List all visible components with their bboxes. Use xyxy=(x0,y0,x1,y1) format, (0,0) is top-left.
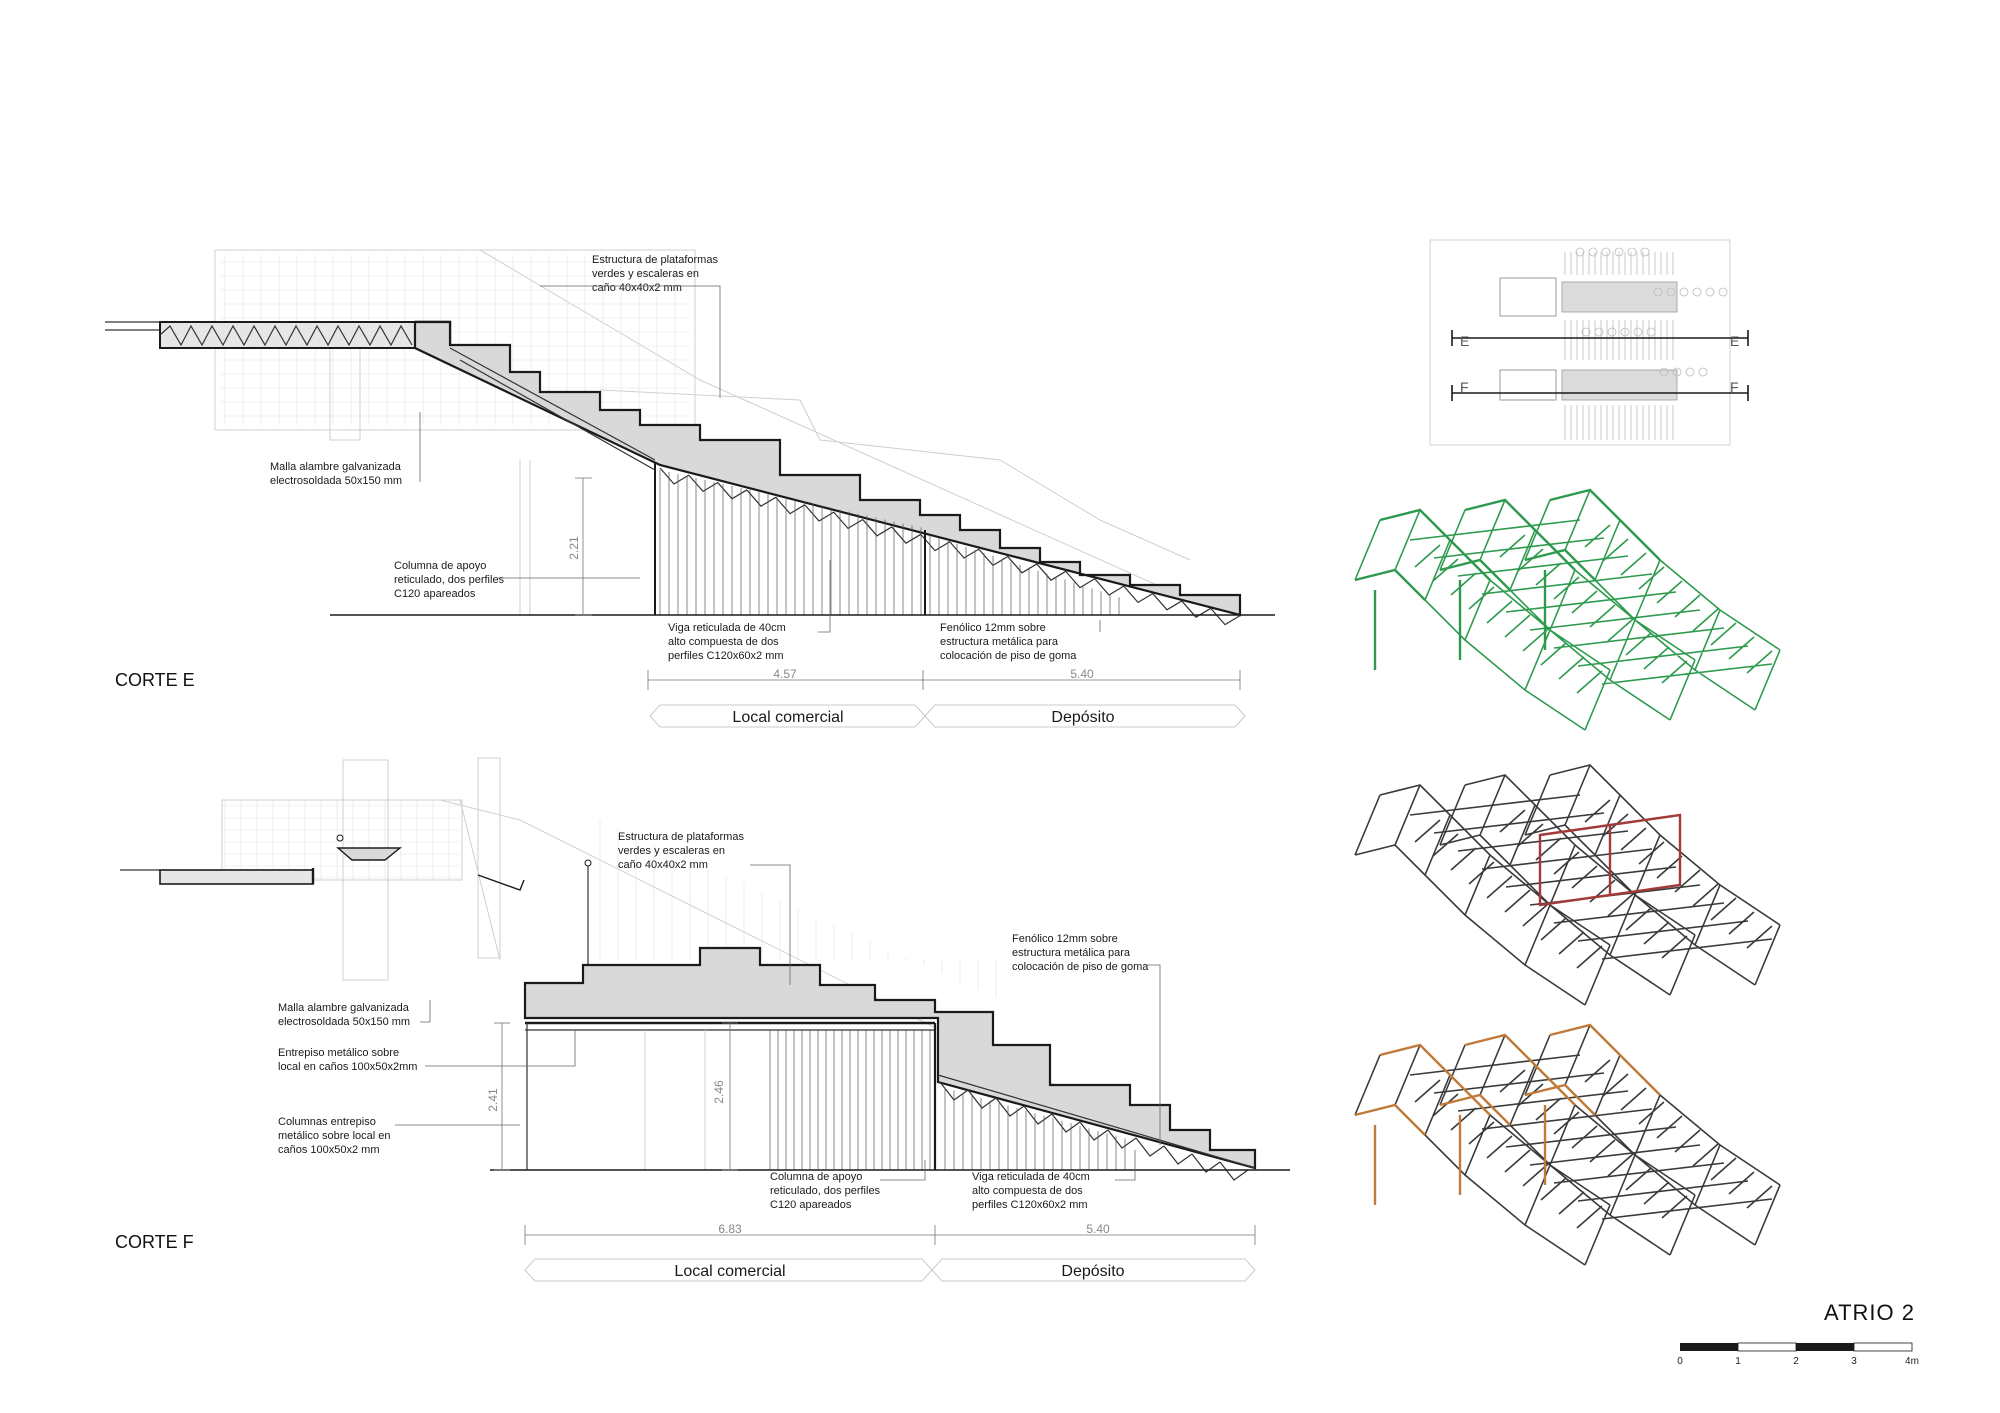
cut-e-right: E xyxy=(1730,333,1739,349)
section-f-wall-siding xyxy=(769,1030,1126,1170)
note-f-estructura: Estructura de plataformas verdes y escal… xyxy=(618,831,747,871)
scale-tick-2: 2 xyxy=(1793,1356,1799,1367)
section-f-span-dims: 6.83 5.40 xyxy=(524,1222,1256,1245)
section-e: 2.21 4.57 5.40 Local comercial Depósito … xyxy=(105,249,1275,728)
cut-f-left: F xyxy=(1460,379,1469,395)
sheet-title: ATRIO 2 xyxy=(1824,1300,1915,1325)
dim-f-span-b: 5.40 xyxy=(1086,1222,1110,1236)
axonometric-frame xyxy=(1354,489,1781,731)
axonometric-green xyxy=(1354,488,1781,731)
axonometric-highlight xyxy=(1354,488,1661,670)
section-f-ledge xyxy=(120,834,592,983)
cut-e-left: E xyxy=(1460,333,1469,349)
scale-tick-1: 1 xyxy=(1735,1356,1741,1367)
note-e-columna: Columna de apoyo reticulado, dos perfile… xyxy=(394,560,507,600)
note-e-fenolico: Fenólico 12mm sobre estructura metálica … xyxy=(940,622,1077,662)
note-e-malla: Malla alambre galvanizada electrosoldada… xyxy=(270,461,404,487)
note-f-fenolico: Fenólico 12mm sobre estructura metálica … xyxy=(1012,933,1149,973)
dim-e-height: 2.21 xyxy=(567,536,581,560)
section-f-room-band: Local comercial Depósito xyxy=(524,1258,1256,1282)
dim-f-height-a: 2.41 xyxy=(486,1088,500,1112)
axonometric-frame xyxy=(1354,1024,1781,1266)
section-e-bridge xyxy=(105,320,452,349)
section-e-wall-siding xyxy=(659,470,1120,615)
note-f-columna-apoyo: Columna de apoyo reticulado, dos perfile… xyxy=(770,1171,883,1211)
note-e-estructura: Estructura de plataformas verdes y escal… xyxy=(592,254,721,294)
section-e-span-dims: 4.57 5.40 xyxy=(647,667,1241,690)
room-e-local: Local comercial xyxy=(732,709,843,726)
note-f-entrepiso: Entrepiso metálico sobre local en caños … xyxy=(278,1047,417,1073)
section-e-height-dim: 2.21 xyxy=(567,477,592,616)
cut-f-right: F xyxy=(1730,379,1739,395)
note-f-viga: Viga reticulada de 40cm alto compuesta d… xyxy=(972,1171,1093,1211)
dim-f-height-b: 2.46 xyxy=(712,1080,726,1104)
scale-bar: 0 1 2 3 4m xyxy=(1677,1342,1919,1367)
section-e-notes: Estructura de plataformas verdes y escal… xyxy=(270,254,1101,662)
note-f-columnas: Columnas entrepiso metálico sobre local … xyxy=(278,1116,394,1156)
note-f-malla: Malla alambre galvanizada electrosoldada… xyxy=(278,1002,412,1028)
section-e-stair-profile xyxy=(413,320,1242,617)
section-f-notes: Estructura de plataformas verdes y escal… xyxy=(278,831,1161,1211)
dim-f-span-a: 6.83 xyxy=(718,1222,742,1236)
room-f-deposito: Depósito xyxy=(1061,1263,1124,1280)
scale-tick-0: 0 xyxy=(1677,1356,1683,1367)
section-e-label: CORTE E xyxy=(115,670,195,690)
section-f: 2.41 2.46 6.83 5.40 Local comercial Depó… xyxy=(115,757,1290,1282)
room-e-deposito: Depósito xyxy=(1051,709,1114,726)
axonometric-red-highlight xyxy=(1354,764,1781,1006)
note-e-viga: Viga reticulada de 40cm alto compuesta d… xyxy=(668,622,789,662)
axonometric-highlight xyxy=(1354,1023,1661,1205)
scale-tick-4: 4m xyxy=(1905,1356,1919,1367)
axonometric-orange xyxy=(1354,1023,1781,1266)
scale-tick-3: 3 xyxy=(1851,1356,1857,1367)
section-f-height-dims: 2.41 2.46 xyxy=(486,1022,738,1171)
section-f-stair-profile xyxy=(523,946,1257,1170)
dim-e-span-b: 5.40 xyxy=(1070,667,1094,681)
room-f-local: Local comercial xyxy=(674,1263,785,1280)
dim-e-span-a: 4.57 xyxy=(773,667,797,681)
section-e-room-band: Local comercial Depósito xyxy=(649,704,1246,728)
section-f-label: CORTE F xyxy=(115,1232,194,1252)
axonometric-frame xyxy=(1354,764,1781,1006)
section-e-background xyxy=(214,249,1191,601)
axonometric-highlight xyxy=(1538,813,1682,907)
key-plan: E E F F xyxy=(1429,239,1749,446)
